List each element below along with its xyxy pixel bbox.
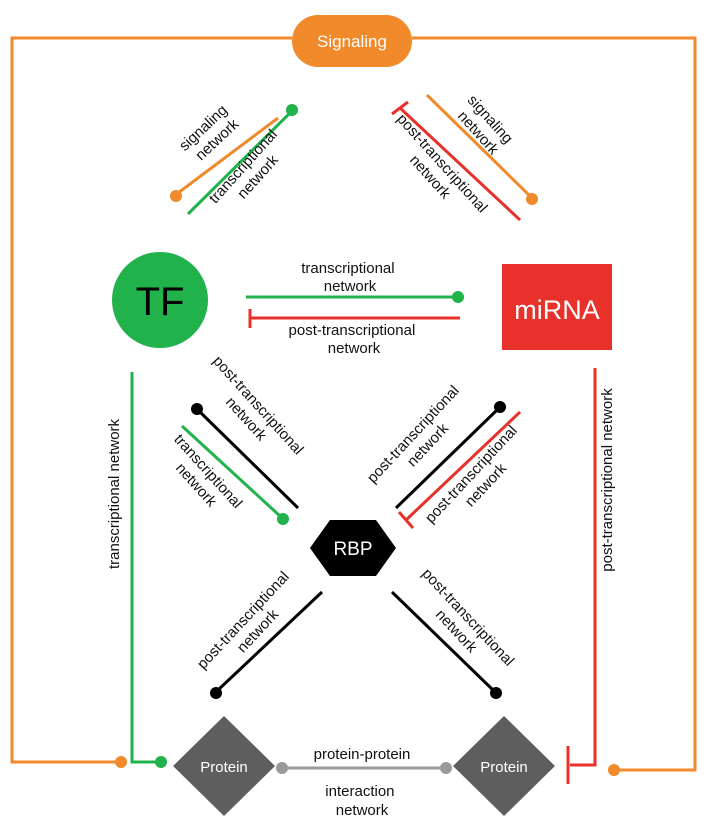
edge-signaling-tf-signaling-label: signaling network	[176, 99, 246, 168]
edge-ppi-label-bottom: interaction network	[325, 783, 398, 819]
rbp-node-label: RBP	[333, 539, 372, 560]
signaling-outer-loop	[10, 36, 697, 772]
edge-rbp-protein-left-end-dot	[210, 687, 222, 699]
signaling-left-loop-line	[10, 36, 292, 764]
edge-rbp-protein-left-line	[216, 590, 324, 692]
signaling-left-loop-end-dot	[115, 756, 127, 768]
edge-signaling-tf-signaling-end-dot	[170, 190, 182, 202]
rbp-node[interactable]: RBP	[310, 520, 396, 576]
edge-rbp-protein-right-end-dot	[490, 687, 502, 699]
edge-tf-rbp-transcriptional-line	[180, 424, 282, 518]
mirna-node-label: miRNA	[514, 295, 600, 325]
edge-tf-protein-line	[130, 372, 157, 764]
edge-signaling-mirna-post-line	[398, 106, 522, 222]
signaling-node[interactable]: Signaling	[292, 15, 412, 67]
protein-right-node-label: Protein	[480, 759, 528, 776]
edge-mirna-tf-post-label: post-transcriptional network	[289, 322, 420, 357]
edge-rbp-mirna-post-red-bar	[397, 511, 415, 529]
edge-signaling-mirna-post-bar	[391, 100, 409, 116]
edge-mirna-protein-label: post-transcriptional network	[599, 388, 616, 572]
tf-node-label: TF	[136, 280, 185, 324]
edge-rbp-protein-right-label: post-transcriptional network	[405, 565, 520, 685]
edge-rbp-mirna-post-black-line	[394, 408, 499, 510]
mirna-node[interactable]: miRNA	[502, 264, 612, 350]
edge-rbp-mirna-post-black-end-dot	[494, 401, 506, 413]
edge-ppi-label-top: protein-protein	[314, 746, 411, 763]
tf-node[interactable]: TF	[112, 252, 208, 348]
signaling-right-loop-line	[412, 36, 697, 772]
protein-left-node[interactable]: Protein	[173, 716, 275, 816]
edge-signaling-mirna-signaling-end-dot	[526, 193, 538, 205]
edge-signaling-mirna-signaling-line	[425, 93, 532, 198]
edge-ppi-left-dot	[276, 762, 288, 774]
edge-rbp-protein-right-line	[390, 590, 495, 692]
edge-tf-protein-label: transcriptional network	[106, 418, 123, 569]
edge-signaling-tf-transcriptional-line	[186, 109, 294, 216]
signaling-right-loop-end-dot	[608, 764, 620, 776]
edge-rbp-mirna-post-red-line	[404, 410, 522, 522]
edge-ppi-right-dot	[440, 762, 452, 774]
edge-tf-rbp-transcriptional-end-dot	[277, 513, 289, 525]
edge-tf-rbp-post-line	[198, 410, 300, 510]
protein-left-node-label: Protein	[200, 759, 248, 776]
edge-tf-rbp-post-end-dot	[191, 403, 203, 415]
edge-mirna-protein-line	[570, 368, 597, 767]
protein-right-node[interactable]: Protein	[453, 716, 555, 816]
edge-tf-mirna-transcriptional-end-dot	[452, 291, 464, 303]
signaling-node-label: Signaling	[317, 32, 387, 51]
edge-tf-mirna-transcriptional-label: transcriptional network	[301, 260, 399, 295]
edge-rbp-protein-left-label: post-transcriptional network	[194, 565, 309, 685]
edge-signaling-tf-signaling-line	[177, 116, 279, 195]
edge-signaling-tf-transcriptional-end-dot	[286, 104, 298, 116]
edge-tf-protein-end-dot	[155, 756, 167, 768]
